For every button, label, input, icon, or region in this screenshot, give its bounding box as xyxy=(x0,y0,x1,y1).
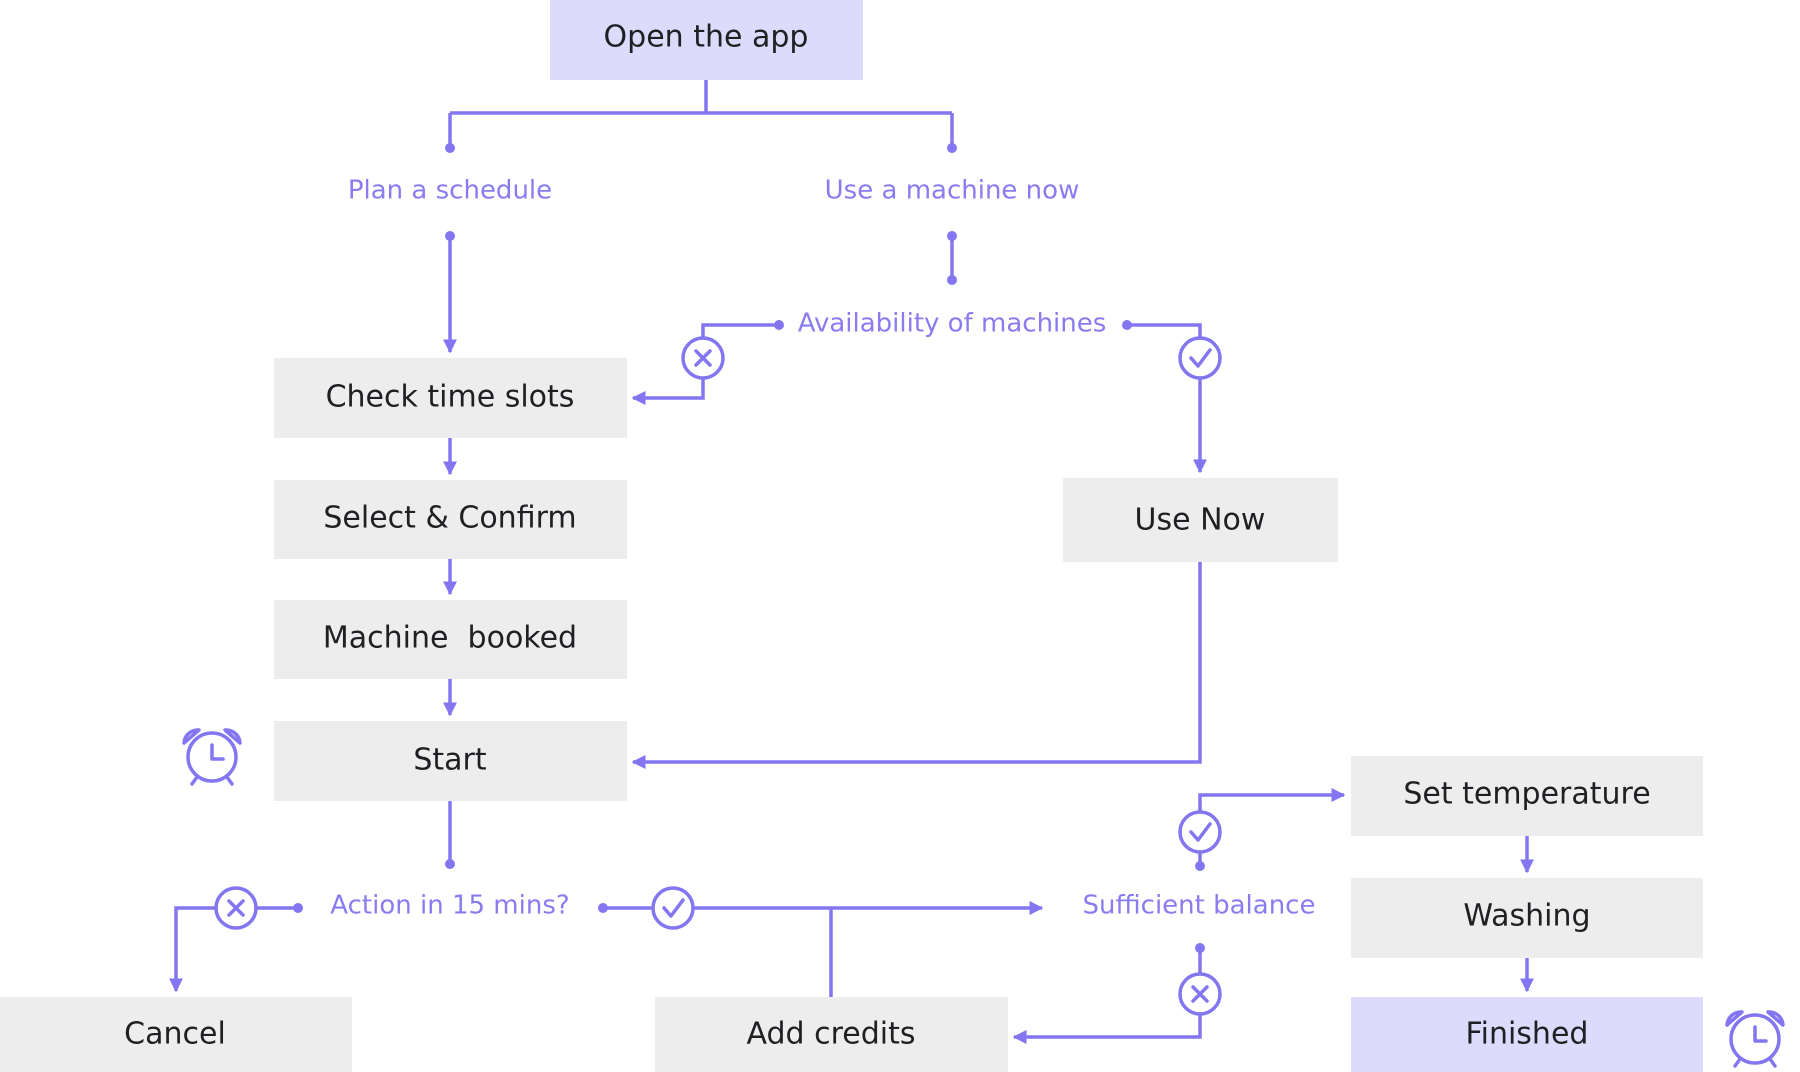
label-availability: Availability of machines xyxy=(798,309,1107,339)
label-plan-schedule: Plan a schedule xyxy=(348,176,552,206)
node-select-confirm-label: Select & Confirm xyxy=(323,501,576,536)
check-circle-icon xyxy=(1178,336,1222,380)
node-finished[interactable]: Finished xyxy=(1351,997,1703,1072)
label-sufficient-balance: Sufficient balance xyxy=(1083,891,1316,921)
node-cancel-label: Cancel xyxy=(124,1017,226,1052)
check-circle-icon xyxy=(651,886,695,930)
node-washing[interactable]: Washing xyxy=(1351,878,1703,958)
label-use-machine-now: Use a machine now xyxy=(825,176,1080,206)
node-machine-booked-label: Machine booked xyxy=(323,621,577,656)
node-machine-booked[interactable]: Machine booked xyxy=(274,600,627,679)
x-circle-icon xyxy=(1178,972,1222,1016)
node-start-label: Start xyxy=(413,743,487,778)
node-add-credits-label: Add credits xyxy=(746,1017,915,1052)
node-use-now-label: Use Now xyxy=(1135,503,1266,538)
node-set-temperature[interactable]: Set temperature xyxy=(1351,756,1703,836)
node-washing-label: Washing xyxy=(1463,899,1590,934)
alarm-clock-icon xyxy=(182,728,242,786)
node-use-now[interactable]: Use Now xyxy=(1063,478,1338,562)
node-open-app[interactable]: Open the app xyxy=(550,0,863,80)
node-open-app-label: Open the app xyxy=(604,20,809,55)
node-check-time-slots-label: Check time slots xyxy=(326,380,575,415)
node-start[interactable]: Start xyxy=(274,721,627,801)
node-select-confirm[interactable]: Select & Confirm xyxy=(274,480,627,559)
check-circle-icon xyxy=(1178,810,1222,854)
node-finished-label: Finished xyxy=(1466,1017,1589,1052)
label-action-15: Action in 15 mins? xyxy=(330,891,569,921)
node-cancel[interactable]: Cancel xyxy=(0,997,352,1072)
alarm-clock-icon xyxy=(1725,1010,1785,1068)
x-circle-icon xyxy=(214,886,258,930)
node-check-time-slots[interactable]: Check time slots xyxy=(274,358,627,438)
node-set-temperature-label: Set temperature xyxy=(1403,777,1650,812)
x-circle-icon xyxy=(681,336,725,380)
node-add-credits[interactable]: Add credits xyxy=(655,997,1008,1072)
